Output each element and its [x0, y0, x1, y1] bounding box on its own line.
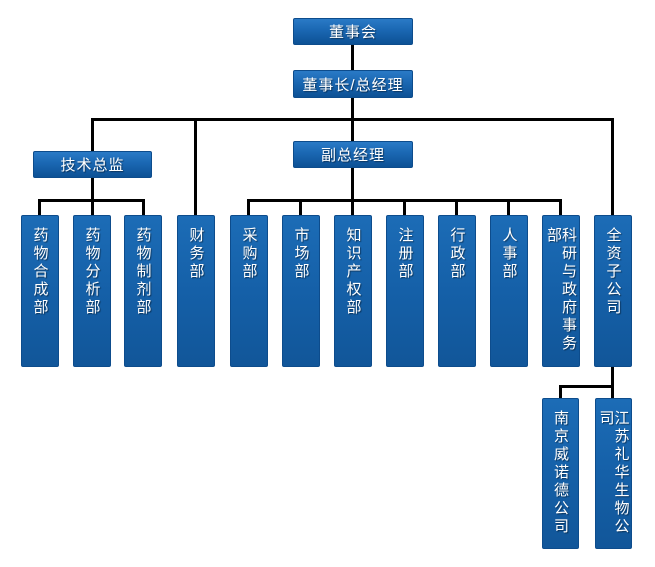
- node-purchasing-dept: 采购部: [230, 215, 268, 367]
- node-drug-analysis-dept: 药物分析部: [73, 215, 111, 367]
- node-nanjing-weinuode-company: 南京威诺德公司: [542, 398, 579, 549]
- node-label: 采购部: [240, 227, 258, 281]
- node-board-of-directors: 董事会: [293, 18, 413, 45]
- connector-line: [455, 199, 458, 215]
- connector-line: [611, 118, 614, 215]
- node-drug-formulation-dept: 药物制剂部: [124, 215, 162, 367]
- node-label: 南京威诺德公司: [552, 410, 569, 536]
- node-label: 科研与政府事务部: [545, 227, 577, 353]
- node-label: 市场部: [292, 227, 310, 281]
- node-label: 董事会: [328, 24, 377, 41]
- connector-line: [194, 118, 197, 215]
- node-deputy-general-manager: 副总经理: [293, 141, 413, 168]
- node-registration-dept: 注册部: [386, 215, 424, 367]
- node-label: 董事长/总经理: [302, 76, 404, 94]
- node-drug-synthesis-dept: 药物合成部: [21, 215, 59, 367]
- node-finance-dept: 财务部: [177, 215, 215, 367]
- node-administration-dept: 行政部: [438, 215, 476, 367]
- connector-line: [559, 385, 614, 388]
- connector-line: [507, 199, 510, 215]
- node-label: 江苏礼华生物公司: [597, 410, 630, 536]
- connector-line: [38, 199, 145, 202]
- connector-line: [351, 168, 354, 215]
- connector-line: [142, 199, 145, 215]
- node-label: 财务部: [187, 227, 205, 281]
- node-label: 药物制剂部: [134, 227, 152, 317]
- connector-line: [559, 199, 562, 215]
- connector-line: [247, 199, 250, 215]
- connector-line: [611, 385, 614, 398]
- node-chairman-general-manager: 董事长/总经理: [293, 70, 413, 98]
- node-label: 知识产权部: [344, 227, 362, 317]
- connector-line: [403, 199, 406, 215]
- node-wholly-owned-subsidiaries: 全资子公司: [594, 215, 632, 367]
- node-intellectual-property-dept: 知识产权部: [334, 215, 372, 367]
- connector-line: [611, 367, 614, 386]
- connector-line: [91, 178, 94, 215]
- connector-line: [91, 118, 614, 121]
- node-label: 药物分析部: [83, 227, 101, 317]
- node-technical-director: 技术总监: [33, 151, 152, 178]
- node-label: 行政部: [448, 227, 466, 281]
- node-marketing-dept: 市场部: [282, 215, 320, 367]
- node-label: 全资子公司: [604, 227, 622, 317]
- node-research-gov-affairs-dept: 科研与政府事务部: [542, 215, 580, 367]
- node-label: 技术总监: [60, 157, 125, 174]
- node-label: 注册部: [396, 227, 414, 281]
- connector-line: [351, 45, 354, 71]
- connector-line: [38, 199, 41, 215]
- node-label: 人事部: [500, 227, 518, 281]
- node-label: 药物合成部: [31, 227, 49, 317]
- node-label: 副总经理: [320, 147, 385, 164]
- connector-line: [559, 385, 562, 398]
- connector-line: [299, 199, 302, 215]
- node-jiangsu-lihua-bio-company: 江苏礼华生物公司: [595, 398, 632, 549]
- connector-line: [91, 118, 94, 151]
- node-hr-dept: 人事部: [490, 215, 528, 367]
